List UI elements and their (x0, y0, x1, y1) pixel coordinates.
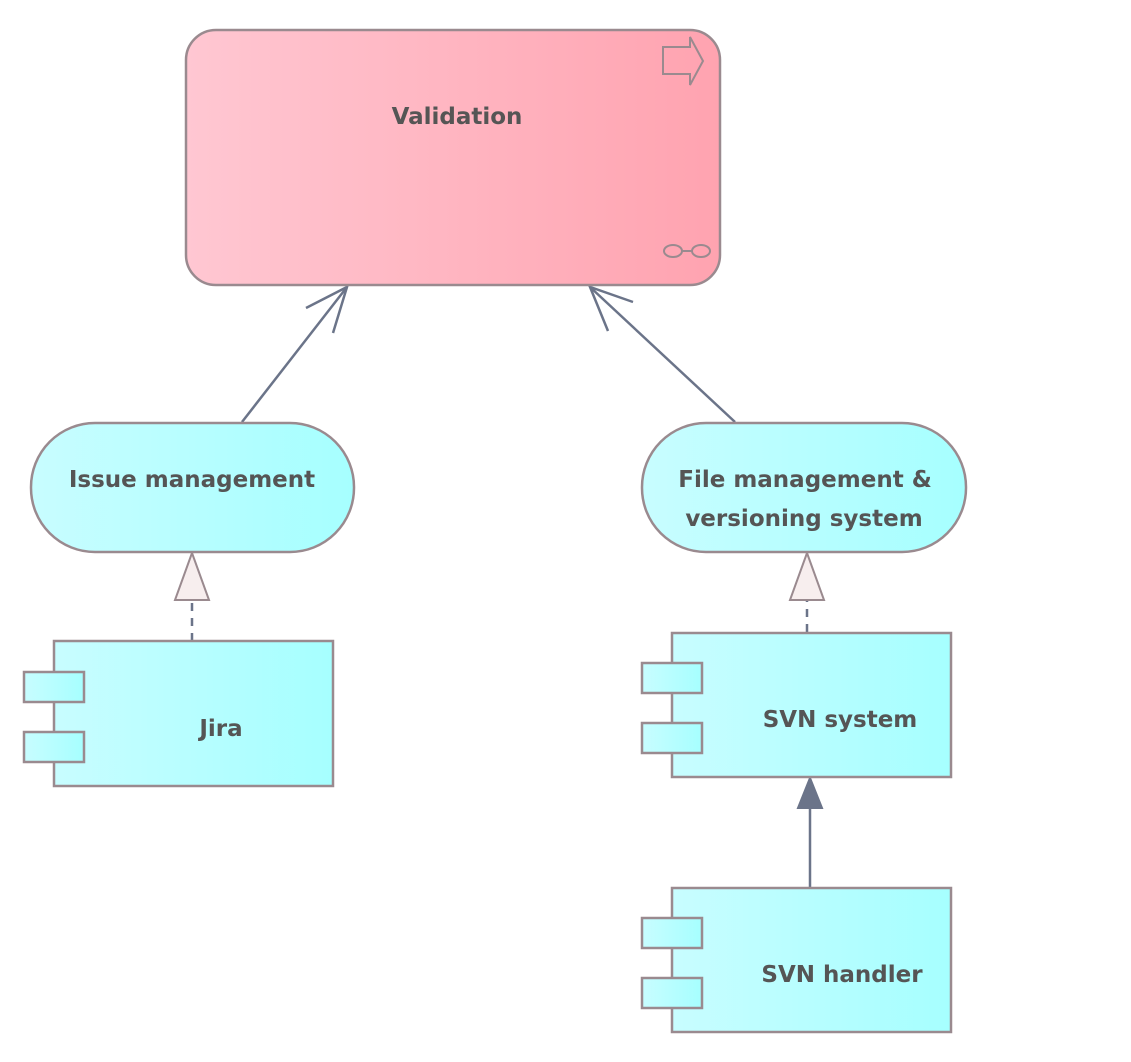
node-label-line-1: File management & (678, 467, 932, 493)
connector-svn-system-to-file-management[interactable] (788, 550, 826, 632)
node-svn-handler[interactable]: SVN handler (640, 886, 953, 1034)
interaction-icon (663, 244, 711, 258)
node-label-line-2: versioning system (685, 506, 922, 532)
node-file-management-versioning-system[interactable]: File management & versioning system (640, 421, 968, 554)
connector-jira-to-issue-management[interactable] (173, 550, 211, 641)
component-icon (640, 916, 704, 1010)
connector-issue-management-to-validation[interactable] (241, 284, 350, 423)
component-icon (640, 661, 704, 755)
open-arrowhead-icon (305, 284, 350, 334)
hollow-triangle-arrowhead-icon (173, 550, 211, 601)
hollow-triangle-arrowhead-icon (788, 550, 826, 601)
node-label: Issue management (69, 467, 315, 493)
node-svn-system[interactable]: SVN system (640, 631, 953, 779)
filled-triangle-arrowhead-icon (796, 775, 824, 809)
node-validation[interactable]: Validation (184, 28, 722, 287)
connector-svn-handler-to-svn-system[interactable] (796, 775, 824, 887)
open-arrowhead-icon (587, 284, 634, 332)
node-label: SVN system (763, 707, 918, 733)
process-arrow-icon (662, 36, 705, 86)
connector-file-management-to-validation[interactable] (587, 284, 736, 423)
node-label: SVN handler (761, 962, 923, 988)
node-label: Jira (197, 716, 242, 742)
component-icon (22, 670, 86, 764)
node-jira[interactable]: Jira (22, 639, 335, 788)
node-issue-management[interactable]: Issue management (29, 421, 356, 554)
node-label: Validation (392, 104, 523, 130)
